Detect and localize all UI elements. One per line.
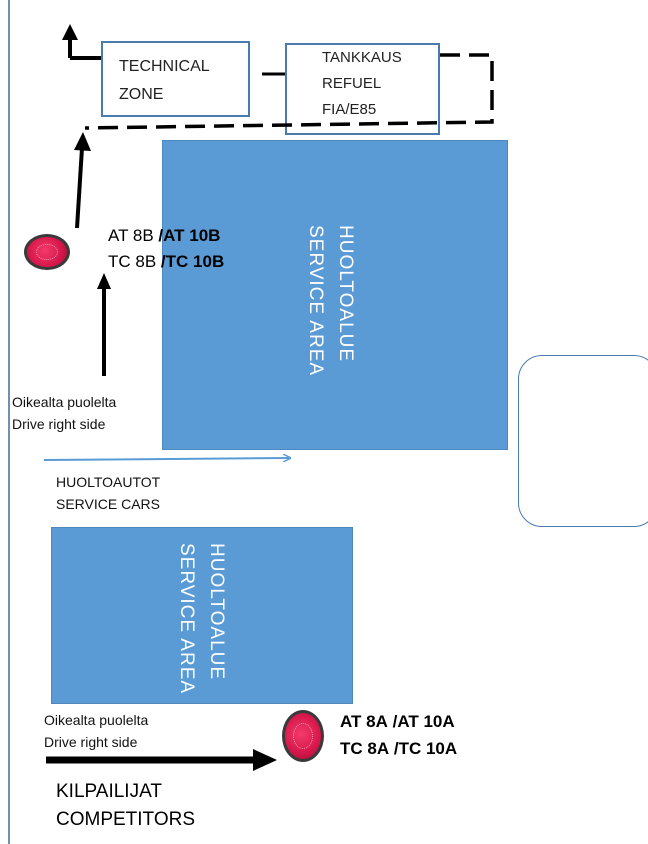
- route-up-arrow-head: [74, 132, 91, 151]
- checkpoint-b-tc: TC 8B /TC 10B: [108, 250, 224, 274]
- refuel-zone-box: TANKKAUS REFUEL FIA/E85: [285, 43, 440, 135]
- checkpoint-a-at-code: AT 8A: [340, 712, 388, 731]
- checkpoint-a-at-alt: /AT 10A: [392, 712, 455, 731]
- left-boundary-line: [8, 0, 10, 844]
- service-cars-line2: SERVICE CARS: [56, 496, 160, 512]
- checkpoint-b-at: AT 8B /AT 10B: [108, 224, 220, 248]
- checkpoint-b-at-code: AT 8B: [108, 226, 154, 245]
- service-area-lower-line2: SERVICE AREA: [176, 543, 197, 695]
- service-cars-arrow: [43, 458, 289, 460]
- checkpoint-a-at: AT 8A /AT 10A: [340, 710, 455, 734]
- service-cars-line1: HUOLTOAUTOT: [56, 474, 161, 490]
- drive-note-upper: Oikealta puolelta Drive right side: [12, 391, 116, 435]
- checkpoint-a-tc-alt: /TC 10A: [393, 739, 458, 758]
- competitors-line1: KILPAILIJAT: [56, 781, 162, 802]
- control-sign-icon: [282, 710, 324, 762]
- service-area-lower: [51, 527, 353, 704]
- service-area-upper-line2: SERVICE AREA: [305, 225, 326, 377]
- refuel-zone-line1: TANKKAUS: [322, 49, 402, 66]
- service-area-upper-label: HUOLTOALUE SERVICE AREA: [300, 225, 360, 376]
- drive-note-upper-line1: Oikealta puolelta: [12, 394, 117, 410]
- checkpoint-b-tc-alt: /TC 10B: [160, 252, 225, 271]
- drive-note-lower: Oikealta puolelta Drive right side: [44, 709, 148, 753]
- competitors-label: KILPAILIJAT COMPETITORS: [56, 778, 195, 834]
- competitors-arrow-head: [253, 749, 277, 771]
- exit-arrow-head: [62, 24, 78, 40]
- service-area-upper-line1: HUOLTOALUE: [335, 225, 356, 363]
- drive-note-lower-line2: Drive right side: [44, 734, 138, 750]
- drive-up-arrow-head: [97, 273, 111, 289]
- competitors-line2: COMPETITORS: [56, 809, 195, 830]
- drive-note-lower-line1: Oikealta puolelta: [44, 712, 149, 728]
- service-area-lower-label: HUOLTOALUE SERVICE AREA: [171, 543, 231, 694]
- refuel-zone-line3: FIA/E85: [322, 101, 377, 118]
- technical-zone-line2: ZONE: [119, 86, 164, 103]
- side-rounded-box: [518, 355, 648, 527]
- refuel-zone-line2: REFUEL: [322, 75, 382, 92]
- control-sign-icon: [24, 234, 70, 270]
- checkpoint-a-tc-code: TC 8A: [340, 739, 390, 758]
- technical-zone-line1: TECHNICAL: [119, 58, 210, 75]
- service-area-lower-line1: HUOLTOALUE: [206, 543, 227, 681]
- service-area-upper: [162, 140, 508, 450]
- checkpoint-b-at-alt: /AT 10B: [158, 226, 221, 245]
- drive-note-upper-line2: Drive right side: [12, 416, 106, 432]
- route-up-arrow-line: [75, 147, 84, 229]
- checkpoint-b-tc-code: TC 8B: [108, 252, 157, 271]
- technical-zone-box: TECHNICAL ZONE: [101, 41, 250, 117]
- checkpoint-a-tc: TC 8A /TC 10A: [340, 737, 457, 761]
- service-cars-label: HUOLTOAUTOT SERVICE CARS: [56, 471, 160, 515]
